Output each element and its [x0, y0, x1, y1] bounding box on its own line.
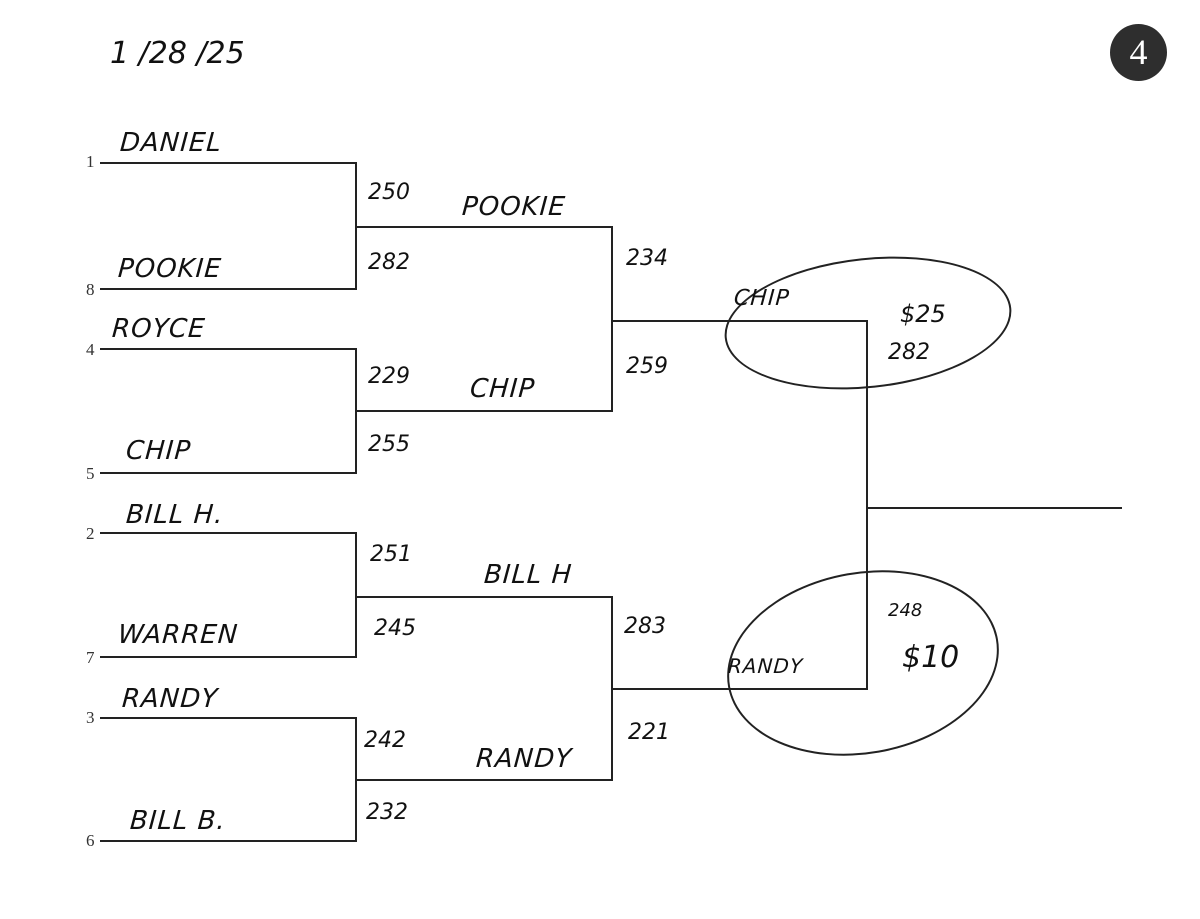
prize: $25	[900, 300, 946, 328]
bracket-line	[100, 472, 357, 474]
winner-name: POOKIE	[460, 192, 567, 222]
final-line	[866, 507, 1122, 509]
page-number-badge: 4	[1110, 24, 1167, 81]
bracket-line	[355, 532, 357, 658]
bracket-line	[100, 348, 357, 350]
winner-name: CHIP	[468, 374, 537, 404]
bracket-line	[100, 532, 357, 534]
score: 221	[628, 720, 670, 745]
seed-number: 7	[86, 648, 95, 667]
seed-number: 1	[86, 152, 95, 171]
seed-number: 4	[86, 340, 95, 359]
seed-number: 8	[86, 280, 95, 299]
score: 283	[624, 614, 666, 639]
score: 250	[368, 180, 410, 205]
score: 234	[626, 246, 668, 271]
score: 255	[368, 432, 410, 457]
bracket-line	[866, 320, 868, 690]
player-name: ROYCE	[110, 314, 207, 344]
bracket-line	[100, 288, 357, 290]
bracket-line	[611, 226, 613, 412]
winner-name: BILL H	[482, 560, 574, 590]
player-name: DANIEL	[118, 128, 223, 158]
bracket-line	[355, 226, 613, 228]
score: 282	[368, 250, 410, 275]
score: 245	[374, 616, 416, 641]
seed-number: 5	[86, 464, 95, 483]
player-name: CHIP	[124, 436, 193, 466]
player-name: WARREN	[116, 620, 240, 650]
seed-number: 6	[86, 831, 95, 850]
date: 1 /28 /25	[110, 36, 245, 71]
score: 229	[368, 364, 410, 389]
bracket-line	[100, 162, 357, 164]
finalist-name: RANDY	[727, 654, 804, 678]
score: 259	[626, 354, 668, 379]
player-name: BILL B.	[128, 806, 227, 836]
score: 232	[366, 800, 408, 825]
player-name: POOKIE	[116, 254, 223, 284]
score: 248	[888, 600, 923, 621]
score: 242	[364, 728, 406, 753]
bracket-line	[355, 410, 613, 412]
player-name: BILL H.	[124, 500, 225, 530]
winner-name: RANDY	[474, 744, 574, 774]
bracket-line	[355, 596, 613, 598]
score: 251	[370, 542, 412, 567]
prize: $10	[902, 640, 960, 675]
player-name: RANDY	[120, 684, 220, 714]
score: 282	[888, 340, 930, 365]
bracket-line	[611, 688, 868, 690]
finalist-name: CHIP	[733, 286, 791, 311]
circle-annotation	[717, 243, 1019, 403]
bracket-line	[611, 320, 868, 322]
bracket-line	[355, 779, 613, 781]
bracket-line	[100, 840, 357, 842]
bracket-line	[100, 656, 357, 658]
bracket-line	[100, 717, 357, 719]
seed-number: 3	[86, 708, 95, 727]
seed-number: 2	[86, 524, 95, 543]
